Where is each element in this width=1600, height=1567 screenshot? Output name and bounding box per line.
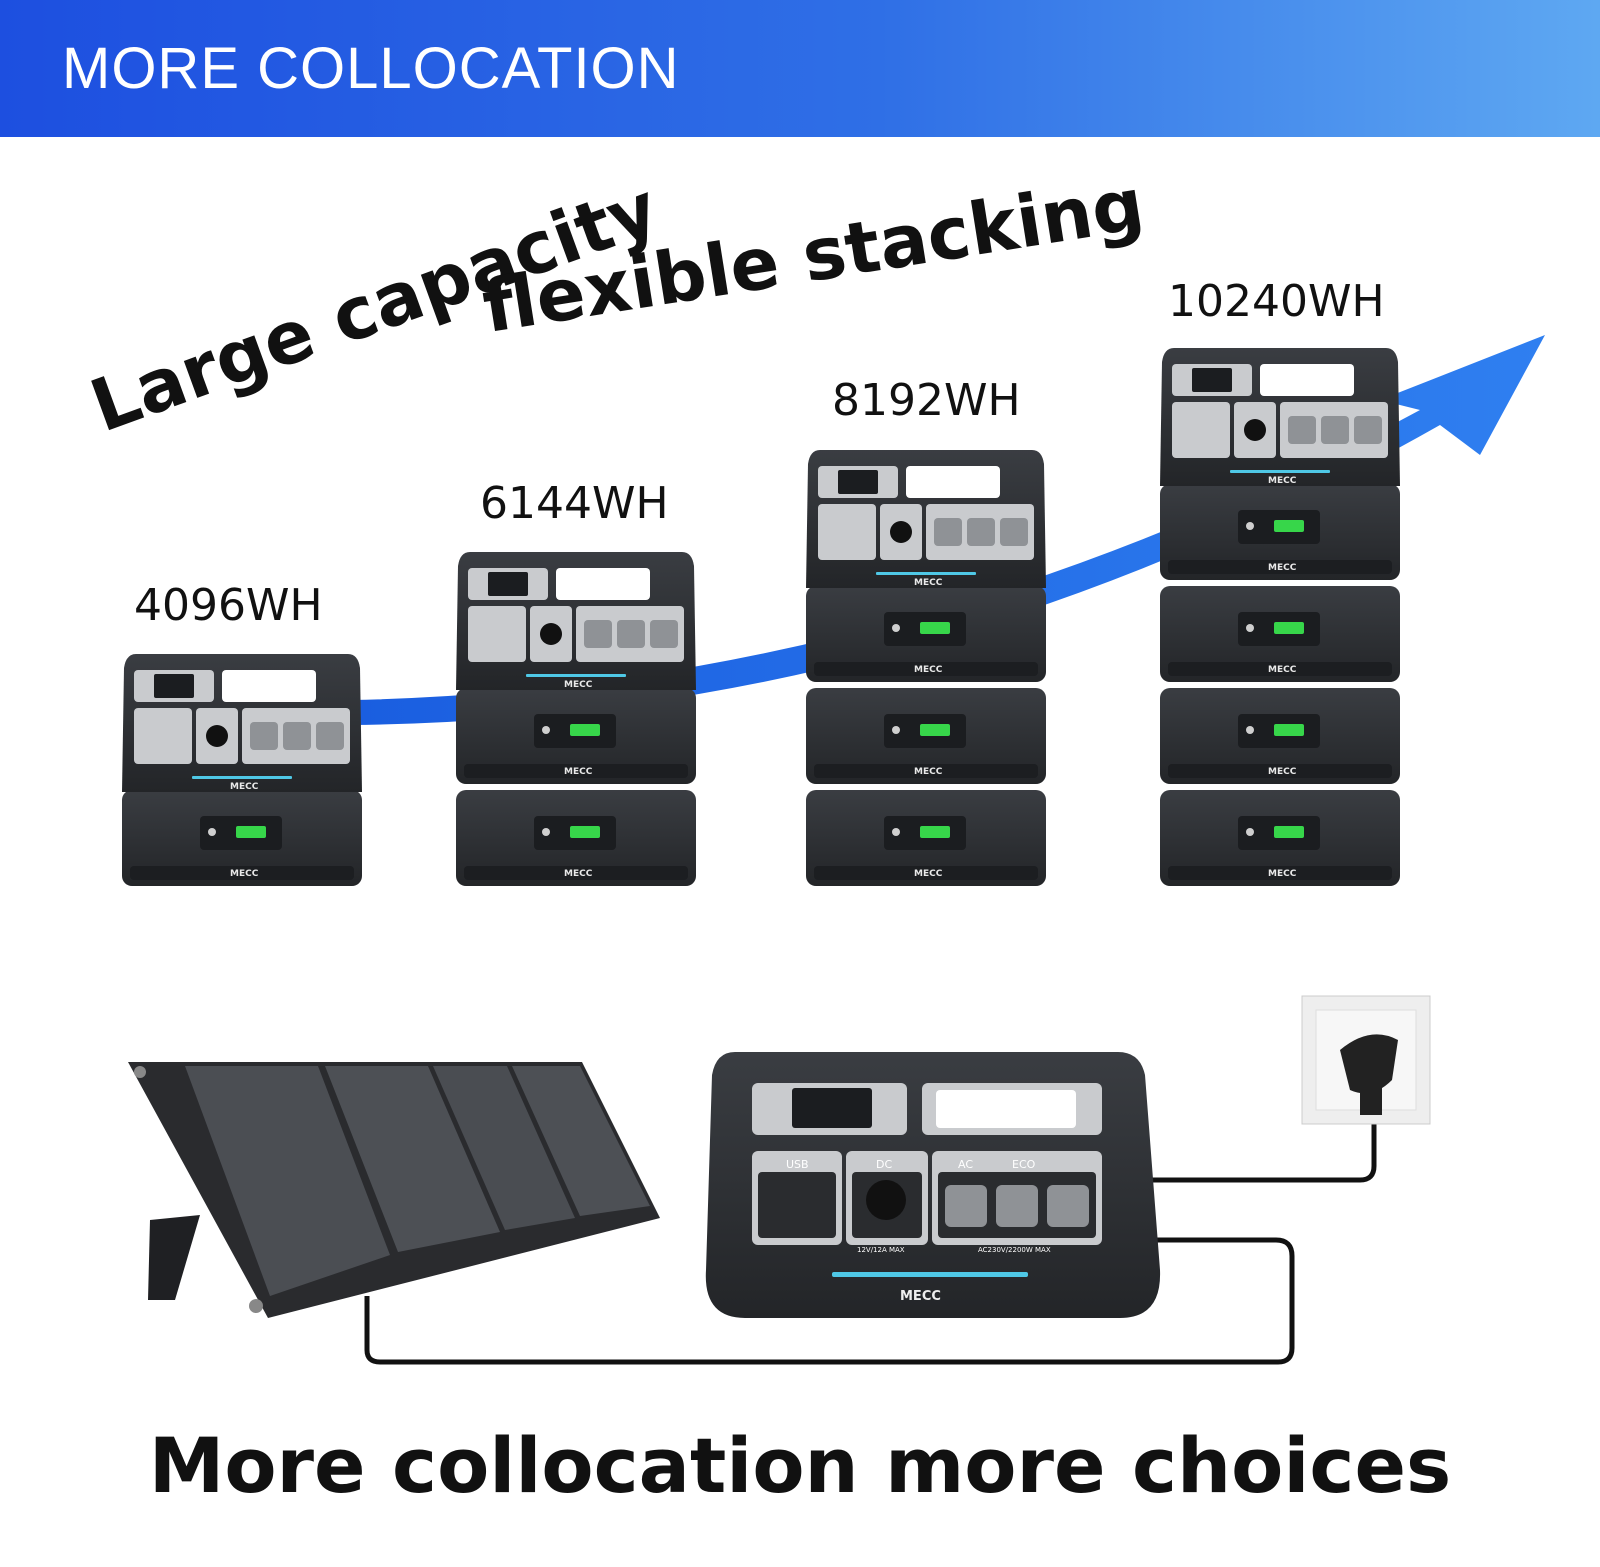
ac-rating: AC230V/2200W MAX — [978, 1246, 1051, 1254]
header-title: MORE COLLOCATION — [62, 36, 680, 101]
ac-cable — [1148, 1110, 1377, 1183]
module-brand: MECC — [914, 767, 943, 777]
top-unit: MECC — [122, 654, 362, 792]
wall-outlet — [1301, 995, 1431, 1125]
module-brand: MECC — [1268, 665, 1297, 675]
stack-1: MECC MECC MECC — [456, 552, 696, 886]
top-unit-brand: MECC — [914, 578, 943, 588]
module-brand: MECC — [1268, 563, 1297, 573]
usb-label: USB — [786, 1158, 809, 1171]
top-unit-brand: MECC — [564, 680, 593, 690]
top-unit: MECC — [806, 450, 1046, 588]
battery-module: MECC — [806, 688, 1046, 784]
module-brand: MECC — [914, 869, 943, 879]
module-brand: MECC — [230, 869, 259, 879]
top-unit: MECC — [456, 552, 696, 690]
dc-label: DC — [876, 1158, 892, 1171]
module-brand: MECC — [914, 665, 943, 675]
top-unit-brand: MECC — [230, 782, 259, 792]
stack-0: MECC MECC — [122, 654, 362, 886]
solar-panel — [128, 1062, 660, 1318]
module-brand: MECC — [1268, 869, 1297, 879]
top-unit-brand: MECC — [1268, 476, 1297, 486]
footer-title: More collocation more choices — [148, 1421, 1452, 1510]
module-brand: MECC — [1268, 767, 1297, 777]
battery-module: MECC — [806, 790, 1046, 886]
solar-cable — [364, 1237, 1295, 1365]
stacks-group: MECCMECCMECCMECCMECCMECCMECCMECCMECCMECC… — [122, 348, 1400, 886]
battery-module: MECC — [122, 790, 362, 886]
main-power-station: USB DC AC ECO 12V/12A MAX AC230V/2200W M… — [705, 1052, 1161, 1318]
module-brand: MECC — [564, 767, 593, 777]
main-brand: MECC — [900, 1289, 941, 1304]
capacity-label-6144: 6144WH — [480, 478, 669, 529]
battery-module: MECC — [806, 586, 1046, 682]
module-brand: MECC — [564, 869, 593, 879]
battery-module: MECC — [456, 790, 696, 886]
battery-module: MECC — [1160, 484, 1400, 580]
capacity-label-8192: 8192WH — [832, 375, 1021, 426]
top-unit: MECC — [1160, 348, 1400, 486]
battery-module: MECC — [1160, 790, 1400, 886]
battery-module: MECC — [1160, 586, 1400, 682]
header-banner: MORE COLLOCATION — [0, 0, 1600, 137]
capacity-label-10240: 10240WH — [1168, 276, 1385, 327]
eco-label: ECO — [1012, 1158, 1036, 1171]
stack-2: MECC MECC MECC MECC — [806, 450, 1046, 886]
capacity-label-4096: 4096WH — [134, 580, 323, 631]
stack-3: MECC MECC MECC MECC MECC — [1160, 348, 1400, 886]
ac-label: AC — [958, 1158, 973, 1171]
battery-module: MECC — [1160, 688, 1400, 784]
dc-rating: 12V/12A MAX — [857, 1246, 905, 1254]
battery-module: MECC — [456, 688, 696, 784]
